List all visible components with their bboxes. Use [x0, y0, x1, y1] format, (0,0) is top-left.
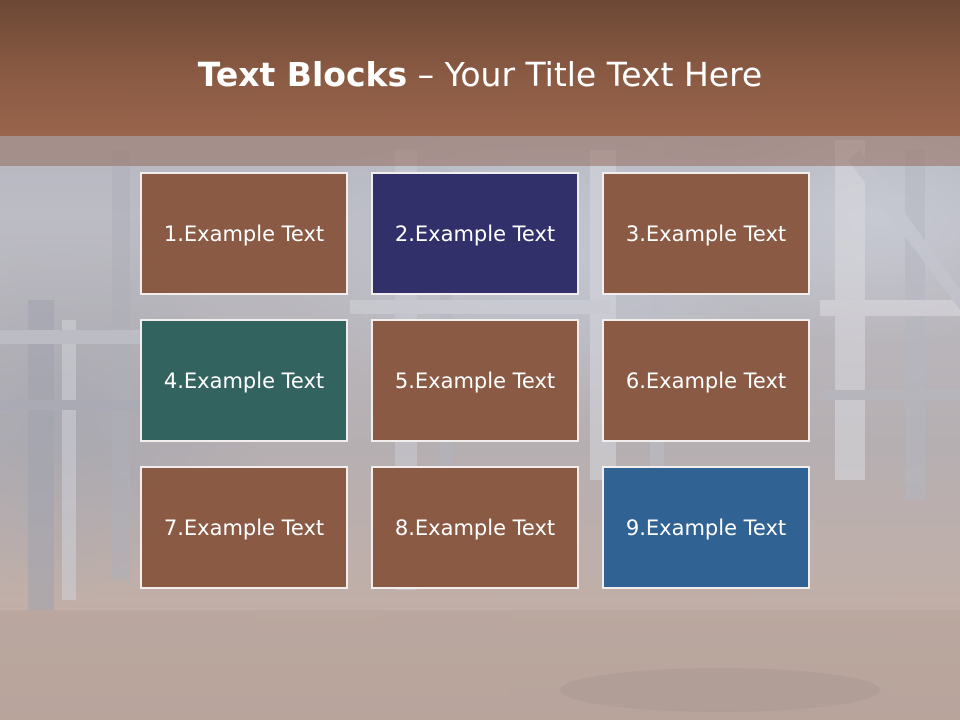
text-block-2-label: 2.Example Text: [394, 221, 556, 246]
text-block-8-label: 8.Example Text: [394, 515, 556, 540]
text-block-6-label: 6.Example Text: [625, 368, 787, 393]
title-rest-part: Your Title Text Here: [444, 55, 763, 94]
text-block-6[interactable]: 6.Example Text: [602, 319, 810, 442]
title-banner-strip: [0, 136, 960, 166]
text-block-4-label: 4.Example Text: [163, 368, 325, 393]
text-block-2[interactable]: 2.Example Text: [371, 172, 579, 295]
slide-title: Text Blocks – Your Title Text Here: [0, 52, 960, 98]
title-bold-part: Text Blocks: [197, 55, 408, 94]
text-block-7[interactable]: 7.Example Text: [140, 466, 348, 589]
text-block-5-label: 5.Example Text: [394, 368, 556, 393]
text-block-7-label: 7.Example Text: [163, 515, 325, 540]
text-block-5[interactable]: 5.Example Text: [371, 319, 579, 442]
text-block-1-label: 1.Example Text: [163, 221, 325, 246]
text-block-3[interactable]: 3.Example Text: [602, 172, 810, 295]
title-banner: [0, 0, 960, 136]
text-block-4[interactable]: 4.Example Text: [140, 319, 348, 442]
text-block-1[interactable]: 1.Example Text: [140, 172, 348, 295]
text-block-3-label: 3.Example Text: [625, 221, 787, 246]
text-block-9[interactable]: 9.Example Text: [602, 466, 810, 589]
text-block-9-label: 9.Example Text: [625, 515, 787, 540]
text-block-8[interactable]: 8.Example Text: [371, 466, 579, 589]
title-separator: –: [407, 55, 445, 94]
